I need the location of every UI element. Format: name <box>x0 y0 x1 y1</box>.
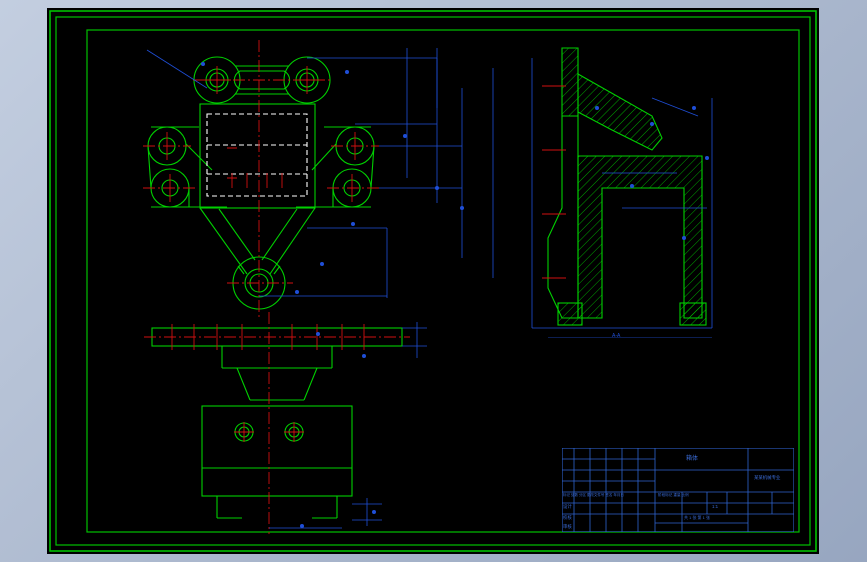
section-label: A-A <box>612 333 621 338</box>
title-left-label-2: 校核 <box>563 515 572 520</box>
title-left-label-1: 设计 <box>563 504 572 509</box>
title-mid-label-0: 阶段标记 重量 比例 <box>658 493 689 497</box>
section-view[interactable]: A-A <box>502 38 722 338</box>
title-left-label-0: 标记 处数 分区 更改文件号 签名 年月日 <box>563 493 624 497</box>
material-note: 某某机械专业 <box>754 475 781 480</box>
title-block[interactable]: 箱体 某某机械专业 标记 处数 分区 更改文件号 签名 年月日 设计 校核 审核… <box>562 448 794 532</box>
drawing-borders <box>49 10 817 552</box>
title-bottom-label: 共 1 张 第 1 张 <box>684 515 711 520</box>
cad-canvas[interactable]: A-A <box>47 8 819 554</box>
title-block-grid <box>562 448 794 532</box>
part-title: 箱体 <box>686 456 699 462</box>
bottom-view[interactable] <box>142 308 442 538</box>
title-left-label-3: 审核 <box>563 524 572 529</box>
title-scale: 1:1 <box>712 504 719 509</box>
front-view[interactable] <box>107 28 497 318</box>
